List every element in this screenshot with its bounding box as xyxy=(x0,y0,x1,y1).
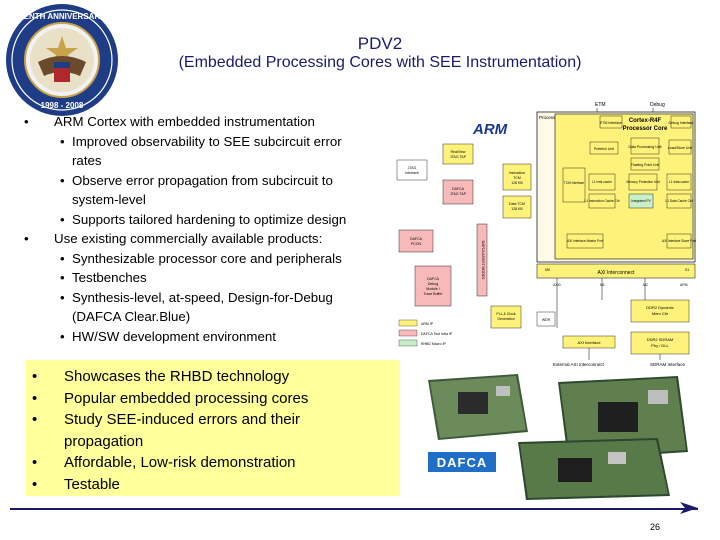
slide-title: PDV2 xyxy=(357,34,403,53)
svg-text:Trace Buffer: Trace Buffer xyxy=(423,292,443,296)
svg-text:Processor: Processor xyxy=(539,115,560,120)
svg-text:128 KB: 128 KB xyxy=(511,207,523,211)
svg-text:Generation: Generation xyxy=(497,317,514,321)
anniversary-seal-logo: TENTH ANNIVERSARY 1998 - 2008 xyxy=(6,4,118,116)
svg-text:Data Processing Unit: Data Processing Unit xyxy=(629,145,662,149)
bullet-list: ARM Cortex with embedded instrumentation… xyxy=(24,112,384,346)
svg-text:JTAG TAP: JTAG TAP xyxy=(450,192,467,196)
bullet-item: ARM Cortex with embedded instrumentation xyxy=(24,112,384,132)
highlight-item: •Popular embedded processing cores xyxy=(32,389,309,407)
svg-text:DDR2 Dynamic: DDR2 Dynamic xyxy=(646,305,674,310)
svg-text:External AXI Interconnect: External AXI Interconnect xyxy=(553,362,605,367)
svg-text:Instruction: Instruction xyxy=(509,171,525,175)
svg-text:TCM: TCM xyxy=(513,176,521,180)
svg-text:DAFCA: DAFCA xyxy=(410,237,423,241)
svg-text:WDR: WDR xyxy=(542,318,551,322)
svg-text:JTAG: JTAG xyxy=(408,166,417,170)
svg-text:Interface: Interface xyxy=(405,171,419,175)
svg-text:RHBD Macro IP: RHBD Macro IP xyxy=(421,342,447,346)
svg-text:L1 Instruction Cache Ctrl: L1 Instruction Cache Ctrl xyxy=(584,199,619,203)
sub-bullet-item: •Synthesizable processor core and periph… xyxy=(60,250,342,266)
svg-text:Debug Interface: Debug Interface xyxy=(669,121,694,125)
svg-text:DDR2 SDRAM: DDR2 SDRAM xyxy=(647,337,673,342)
sub-bullet-item: •Synthesis-level, at-speed, Design-for-D… xyxy=(60,289,333,325)
svg-text:Processor Core: Processor Core xyxy=(623,126,668,132)
svg-text:AXI Interconnect: AXI Interconnect xyxy=(598,270,636,276)
sub-bullet-item: •Observe error propagation from subcircu… xyxy=(60,172,333,208)
dev-boards-photo: DAFCA xyxy=(428,374,688,500)
svg-text:PCON: PCON xyxy=(411,242,422,246)
svg-text:ARM IP: ARM IP xyxy=(421,322,434,326)
highlight-item: •Affordable, Low-risk demonstration xyxy=(32,454,296,471)
bullet-item: Use existing commercially available prod… xyxy=(24,229,384,249)
svg-text:DAFCA ASSIST MODES: DAFCA ASSIST MODES xyxy=(481,241,485,280)
svg-text:Floating Point Unit: Floating Point Unit xyxy=(631,163,660,167)
sub-bullet-item: •Testbenches xyxy=(60,270,147,285)
bottom-rule xyxy=(10,508,698,510)
svg-text:TCM Interface: TCM Interface xyxy=(564,181,584,185)
svg-text:DAFCA: DAFCA xyxy=(427,277,440,281)
svg-text:L1 instr cache: L1 instr cache xyxy=(592,180,612,184)
svg-text:Data TCM: Data TCM xyxy=(509,202,525,206)
svg-text:Phy / DLL: Phy / DLL xyxy=(651,343,669,348)
highlights-box: •Showcases the RHBD technology •Popular … xyxy=(26,360,400,496)
block-diagram: ETM Debug Processor Cortex-R4F Processor… xyxy=(396,102,696,367)
svg-text:ETM Interface: ETM Interface xyxy=(600,121,622,125)
svg-text:L1 Data Cache Ctrl: L1 Data Cache Ctrl xyxy=(665,199,692,203)
svg-text:AXI Interface: AXI Interface xyxy=(577,340,601,345)
svg-text:Module /: Module / xyxy=(426,287,439,291)
svg-text:APM: APM xyxy=(680,283,688,287)
svg-text:M0: M0 xyxy=(545,268,550,272)
svg-text:Load/Store Unit: Load/Store Unit xyxy=(668,146,692,150)
svg-text:Memory Protection Unit: Memory Protection Unit xyxy=(626,180,659,184)
logo-top-text: TENTH ANNIVERSARY xyxy=(19,12,106,21)
svg-text:RealView: RealView xyxy=(451,150,466,154)
sub-bullet-item: •Improved observability to SEE subcircui… xyxy=(60,133,342,169)
svg-text:DAFCA Test Infra IP: DAFCA Test Infra IP xyxy=(421,332,453,336)
svg-text:Integrated PV: Integrated PV xyxy=(631,199,651,203)
svg-text:DAFCA: DAFCA xyxy=(452,187,465,191)
svg-text:Debug: Debug xyxy=(650,102,665,108)
svg-text:Prefetch Unit: Prefetch Unit xyxy=(594,147,614,151)
svg-text:L1 data cache: L1 data cache xyxy=(669,180,689,184)
svg-text:M1: M1 xyxy=(600,283,605,287)
svg-text:128 KB: 128 KB xyxy=(511,181,523,185)
sub-bullet-item: •Supports tailored hardening to optimize… xyxy=(60,211,347,227)
bottom-arrow-decoration xyxy=(680,502,698,514)
svg-text:M2: M2 xyxy=(643,283,648,287)
slide-subtitle: (Embedded Processing Cores with SEE Inst… xyxy=(178,54,582,71)
svg-text:Mem Ctlr: Mem Ctlr xyxy=(652,311,669,316)
page-number: 26 xyxy=(650,522,661,532)
svg-text:AXI Interface Slave Port: AXI Interface Slave Port xyxy=(662,239,696,243)
highlight-item: •Showcases the RHBD technology xyxy=(32,368,290,385)
svg-text:S1: S1 xyxy=(685,268,689,272)
logo-years-text: 1998 - 2008 xyxy=(41,101,84,110)
sub-bullet-item: •HW/SW development environment xyxy=(60,328,276,344)
highlight-item: •Testable xyxy=(32,475,120,493)
svg-text:PLL & Clock: PLL & Clock xyxy=(496,312,515,316)
core-title: Cortex-R4F xyxy=(629,118,662,124)
arm-logo: ARM xyxy=(472,121,508,138)
svg-text:JTAG TAP: JTAG TAP xyxy=(450,155,467,159)
svg-text:AXI Interface Master Port: AXI Interface Master Port xyxy=(567,239,603,243)
svg-text:SDRAM Interface: SDRAM Interface xyxy=(650,362,686,367)
svg-text:ETM: ETM xyxy=(595,102,606,108)
svg-text:Debug: Debug xyxy=(428,282,438,286)
dafca-brand: DAFCA xyxy=(437,455,488,470)
